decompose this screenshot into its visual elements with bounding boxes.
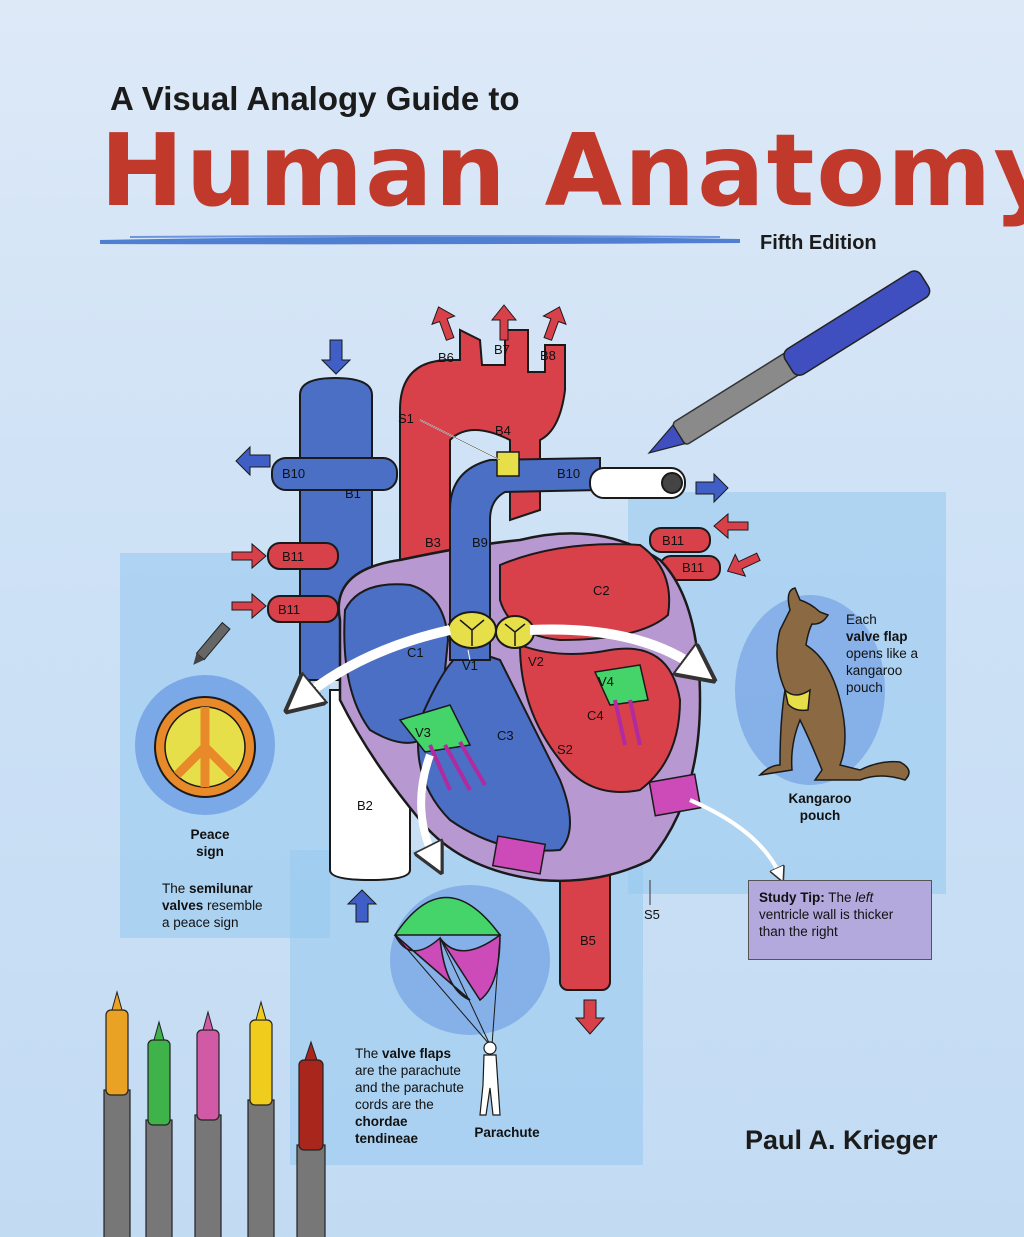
cover-subtitle: A Visual Analogy Guide to bbox=[110, 80, 520, 118]
kangaroo-caption-line1: Each bbox=[846, 612, 877, 627]
label-B11-left-upper: B11 bbox=[282, 549, 304, 564]
arrow-to-peace bbox=[300, 625, 452, 700]
title-underline-stroke bbox=[100, 235, 740, 245]
peace-title-line2: sign bbox=[196, 844, 224, 859]
septum-patch-lower bbox=[491, 835, 547, 875]
author-name: Paul A. Krieger bbox=[745, 1125, 938, 1155]
edition-label: Fifth Edition bbox=[760, 232, 877, 254]
kangaroo-caption-line5: pouch bbox=[846, 680, 883, 695]
pulmonary-artery-right bbox=[271, 457, 398, 491]
wall-patch-left bbox=[648, 773, 702, 817]
kangaroo-caption-line3: opens like a bbox=[846, 646, 919, 661]
subtitle-prefix: A bbox=[110, 80, 142, 117]
study-tip-italic: left bbox=[855, 890, 874, 905]
label-B9: B9 bbox=[472, 535, 488, 550]
parachute-caption-line6: tendineae bbox=[355, 1131, 419, 1146]
label-V2: V2 bbox=[528, 654, 544, 669]
parachute-title: Parachute bbox=[474, 1125, 540, 1140]
label-B8: B8 bbox=[540, 348, 556, 363]
cover-title: Human Anatomy bbox=[100, 112, 1024, 229]
kangaroo-caption: Each valve flap opens like a kangaroo po… bbox=[846, 611, 946, 696]
label-C4: C4 bbox=[587, 708, 604, 723]
pulmonary-artery-tube bbox=[589, 467, 686, 499]
red-arrows bbox=[231, 304, 761, 1035]
kangaroo-icon bbox=[757, 587, 910, 781]
parachute-caption-line4: cords are the bbox=[355, 1097, 434, 1112]
label-B7: B7 bbox=[494, 342, 510, 357]
peace-caption-bold2: valves bbox=[162, 898, 204, 913]
parachute-caption-line5: chordae bbox=[355, 1114, 408, 1129]
peace-caption: The semilunar valves resemble a peace si… bbox=[162, 880, 312, 931]
label-B6: B6 bbox=[438, 350, 454, 365]
peace-caption-text1: The bbox=[162, 881, 190, 896]
parachute-caption-text1: The bbox=[355, 1046, 383, 1061]
label-B4: B4 bbox=[495, 423, 511, 438]
label-V4: V4 bbox=[598, 674, 614, 689]
study-tip-text2: ventricle wall is thicker than the right bbox=[759, 907, 894, 939]
kangaroo-caption-line2: valve flap bbox=[846, 629, 908, 644]
label-B11-right-lower: B11 bbox=[682, 560, 704, 575]
pulmonary-vein-right-upper bbox=[267, 542, 339, 570]
label-B2: B2 bbox=[357, 798, 373, 813]
label-V1: V1 bbox=[462, 658, 478, 673]
blue-arrows bbox=[235, 339, 729, 923]
kangaroo-caption-line4: kangaroo bbox=[846, 663, 903, 678]
arrow-to-kangaroo bbox=[529, 624, 700, 671]
study-tip-label: Study Tip: bbox=[759, 890, 825, 905]
subtitle-suffix: to bbox=[479, 80, 520, 117]
arrow-to-parachute bbox=[421, 753, 435, 860]
parachute-caption-line2: are the parachute bbox=[355, 1063, 461, 1078]
ligamentum-arteriosum bbox=[496, 451, 520, 477]
parachute-caption: The valve flaps are the parachute and th… bbox=[355, 1045, 485, 1147]
pencil-icon bbox=[193, 621, 231, 665]
kangaroo-title-line1: Kangaroo bbox=[788, 791, 852, 806]
parachute-icon bbox=[393, 896, 502, 1116]
peace-caption-text2: resemble bbox=[203, 898, 263, 913]
parachute-caption-line3: and the parachute bbox=[355, 1080, 464, 1095]
pink-marker-icon bbox=[194, 1010, 222, 1237]
orange-marker-icon bbox=[103, 990, 131, 1237]
blue-marker-icon bbox=[647, 270, 931, 455]
red-marker-icon bbox=[296, 1040, 326, 1237]
tricuspid-valve bbox=[398, 704, 472, 753]
study-tip-box: Study Tip: The left ventricle wall is th… bbox=[748, 880, 932, 960]
label-V3: V3 bbox=[415, 725, 431, 740]
yellow-marker-icon bbox=[247, 1000, 275, 1237]
label-B3: B3 bbox=[425, 535, 441, 550]
green-marker-icon bbox=[145, 1020, 173, 1237]
peace-caption-text3: a peace sign bbox=[162, 915, 239, 930]
peace-caption-bold1: semilunar bbox=[189, 881, 253, 896]
arrow-to-study-tip bbox=[689, 798, 780, 875]
aortic-valve bbox=[495, 615, 535, 649]
mitral-valve bbox=[593, 664, 649, 706]
kangaroo-title-line2: pouch bbox=[799, 808, 841, 823]
label-B11-right-upper: B11 bbox=[662, 533, 684, 548]
pulmonary-vein-left-upper bbox=[649, 527, 711, 553]
label-B5: B5 bbox=[580, 933, 596, 948]
label-B10-left: B10 bbox=[282, 466, 305, 481]
label-S1: S1 bbox=[398, 411, 414, 426]
peace-title-line1: Peace bbox=[190, 827, 230, 842]
label-B10-right: B10 bbox=[557, 466, 580, 481]
label-S5: S5 bbox=[644, 907, 660, 922]
label-C3: C3 bbox=[497, 728, 514, 743]
pulmonary-valve bbox=[447, 611, 497, 649]
label-C1: C1 bbox=[407, 645, 424, 660]
aorta bbox=[399, 328, 566, 561]
peace-title: Peace sign bbox=[170, 826, 250, 860]
kangaroo-title: Kangaroo pouch bbox=[770, 790, 870, 824]
peace-sign-icon bbox=[154, 696, 256, 798]
study-tip-text1: The bbox=[824, 890, 856, 905]
parachute-caption-bold1: valve flaps bbox=[382, 1046, 452, 1061]
label-B1: B1 bbox=[345, 486, 361, 501]
label-S2: S2 bbox=[557, 742, 573, 757]
subtitle-main: Visual Analogy Guide bbox=[141, 80, 480, 117]
label-C2: C2 bbox=[593, 583, 610, 598]
label-B11-left-lower: B11 bbox=[278, 602, 300, 617]
